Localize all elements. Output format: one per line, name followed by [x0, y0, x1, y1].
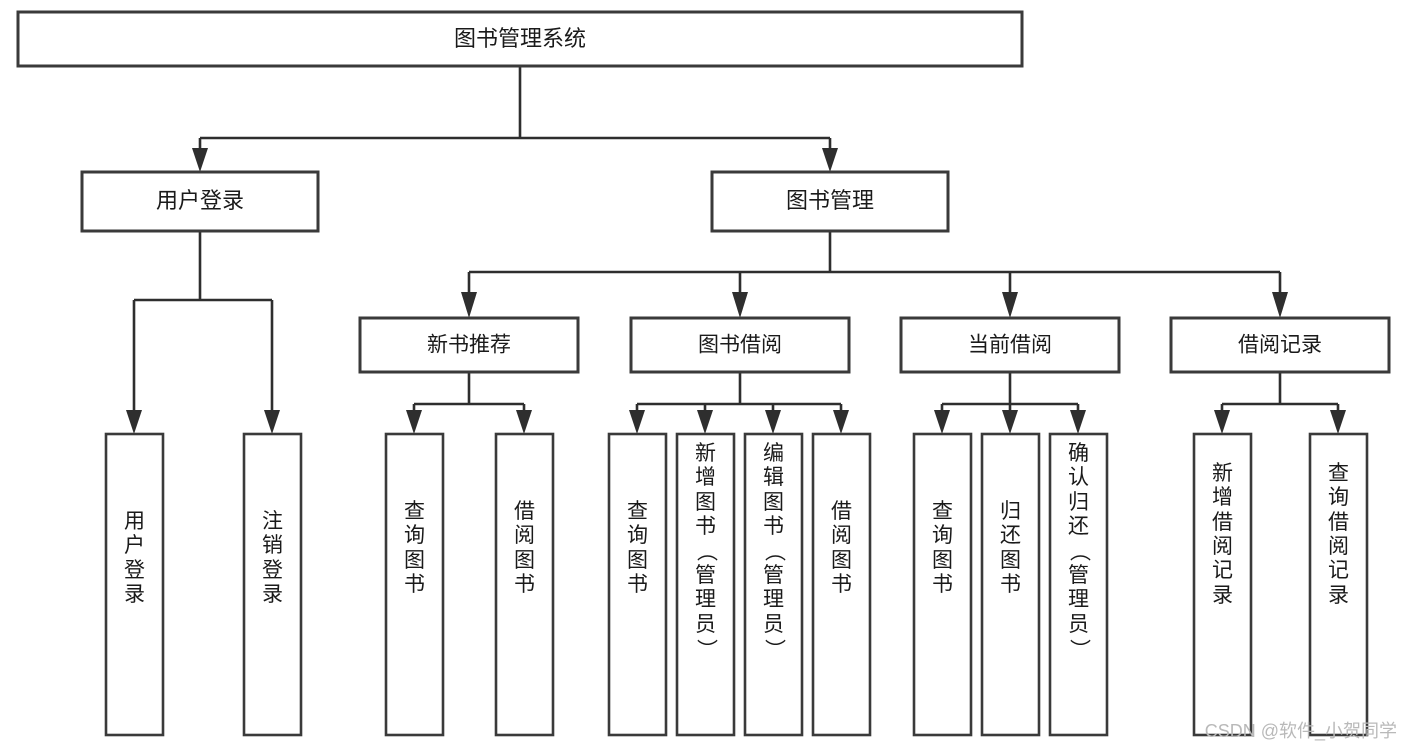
node-borrow-record-rect[interactable]	[1169, 316, 1391, 374]
leaf-rect-nbr-query-book[interactable]	[384, 432, 445, 737]
node-book-borrow-rect[interactable]	[629, 316, 851, 374]
arrowhead-bm-c4	[1272, 292, 1288, 318]
node-book-borrow-label: 图书借阅	[698, 334, 782, 357]
arrowhead-bb-c2	[697, 410, 713, 434]
arrowhead-bb-c1	[629, 410, 645, 434]
node-current-borrow-label: 当前借阅	[968, 334, 1052, 357]
arrowhead-to-bookmgmt	[822, 148, 838, 172]
arrowhead-to-login	[192, 148, 208, 172]
arrowhead-bb-c4	[833, 410, 849, 434]
leaf-rect-bb-borrow-book[interactable]	[811, 432, 872, 737]
leaf-rect-br-query-record[interactable]	[1308, 432, 1369, 737]
arrowhead-bm-c3	[1002, 292, 1018, 318]
node-new-book-recommend-rect[interactable]	[358, 316, 580, 374]
node-user-login-label: 用户登录	[156, 188, 244, 213]
leaf-rect-bb-edit-book[interactable]	[743, 432, 804, 737]
leaf-rect-nbr-borrow-book[interactable]	[494, 432, 555, 737]
node-book-management-rect[interactable]	[710, 170, 950, 233]
node-borrow-record[interactable]: 借阅记录	[1169, 316, 1391, 374]
leaf-rect-cb-confirm-return[interactable]	[1048, 432, 1109, 737]
leaf-rect-cb-return-book[interactable]	[980, 432, 1041, 737]
arrowhead-nbr-c2	[516, 410, 532, 434]
node-borrow-record-label: 借阅记录	[1238, 334, 1322, 357]
node-book-borrow[interactable]: 图书借阅	[629, 316, 851, 374]
arrowhead-nbr-c1	[406, 410, 422, 434]
node-current-borrow[interactable]: 当前借阅	[899, 316, 1121, 374]
arrowhead-cb-c3	[1070, 410, 1086, 434]
node-book-management-label: 图书管理	[786, 188, 874, 213]
leaf-rect-bb-query-book[interactable]	[607, 432, 668, 737]
leaf-rect-cb-query-book[interactable]	[912, 432, 973, 737]
node-user-login[interactable]: 用户登录	[80, 170, 320, 233]
arrowhead-bm-c1	[461, 292, 477, 318]
connectors	[126, 66, 1346, 434]
arrowhead-login-c1	[126, 410, 142, 434]
node-root-label: 图书管理系统	[454, 26, 586, 51]
arrowhead-login-c2	[264, 410, 280, 434]
leaf-boxes	[104, 432, 1369, 737]
arrowhead-br-c2	[1330, 410, 1346, 434]
leaf-rect-logout[interactable]	[242, 432, 303, 737]
leaf-rect-bb-add-book[interactable]	[675, 432, 736, 737]
node-root[interactable]: 图书管理系统	[16, 10, 1024, 68]
node-user-login-rect[interactable]	[80, 170, 320, 233]
leaf-rect-user-login[interactable]	[104, 432, 165, 737]
node-new-book-recommend-label: 新书推荐	[427, 334, 511, 357]
arrowhead-cb-c1	[934, 410, 950, 434]
node-root-rect[interactable]	[16, 10, 1024, 68]
arrowhead-bb-c3	[765, 410, 781, 434]
arrowhead-br-c1	[1214, 410, 1230, 434]
arrowhead-bm-c2	[732, 292, 748, 318]
arrowhead-cb-c2	[1002, 410, 1018, 434]
node-current-borrow-rect[interactable]	[899, 316, 1121, 374]
leaf-rect-br-add-record[interactable]	[1192, 432, 1253, 737]
node-book-management[interactable]: 图书管理	[710, 170, 950, 233]
node-new-book-recommend[interactable]: 新书推荐	[358, 316, 580, 374]
